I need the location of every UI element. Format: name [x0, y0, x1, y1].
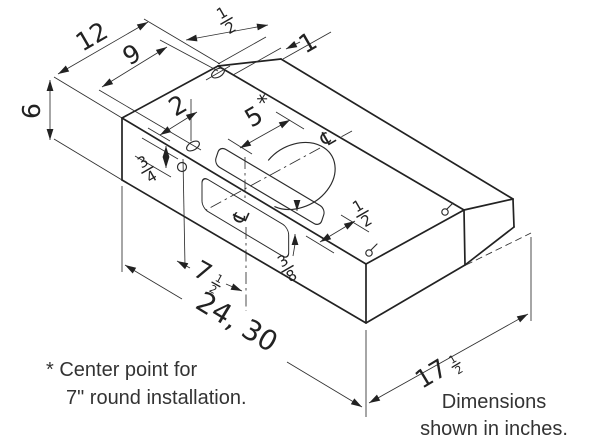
- mixed-number-whole: 17: [410, 353, 452, 394]
- centerline-symbol-top: ℄: [315, 124, 339, 152]
- centerline-symbol: ℄: [227, 205, 255, 228]
- dim-2-label: 2: [164, 89, 192, 122]
- dim-three-quarters: 3 4: [134, 146, 170, 187]
- dim-half-mid: 1 2: [319, 196, 375, 243]
- fraction-denominator: 2: [453, 363, 466, 378]
- footnote: * Center point for 7" round installation…: [46, 359, 247, 409]
- hidden-edge: [465, 232, 532, 266]
- dim-6: 6: [17, 80, 54, 140]
- extension-lines: [53, 18, 532, 417]
- footnote-line-2: 7" round installation.: [66, 387, 247, 409]
- dim-width-overall: 24, 30: [124, 264, 363, 408]
- caption-line-2: shown in inches.: [420, 418, 568, 440]
- dim-6-label: 6: [17, 103, 46, 119]
- fraction-denominator: 4: [143, 167, 160, 187]
- front-opening: [201, 178, 290, 258]
- centerline-symbol-front: ℄: [227, 205, 255, 228]
- hood-outline: [121, 58, 532, 324]
- dim-2: 2: [159, 89, 198, 136]
- dim-9-label: 9: [118, 38, 146, 71]
- dim-half-top: 1 2: [185, 3, 269, 42]
- caption-line-1: Dimensions: [442, 391, 546, 413]
- footnote-line-1: * Center point for: [46, 359, 198, 381]
- centerlines: [205, 130, 353, 311]
- dim-9: 9: [101, 38, 168, 88]
- dim-three-eighths: 3 8: [274, 200, 301, 286]
- keyhole-slots: [365, 202, 454, 257]
- dim-seventeen-half: 17 1 2: [368, 313, 529, 404]
- fraction-denominator: 2: [358, 211, 375, 231]
- keyhole-icon: [441, 202, 454, 216]
- dim-5: 5 *: [240, 89, 291, 149]
- top-knockout: [215, 147, 325, 226]
- knockout-center-markers: [176, 65, 231, 173]
- keyhole-icon: [365, 243, 378, 257]
- fraction-denominator: 2: [222, 18, 239, 38]
- dim-width-label: 24, 30: [190, 285, 283, 359]
- pilot-hole-circle: [176, 161, 188, 173]
- caption: Dimensions shown in inches.: [420, 391, 568, 440]
- centerline-symbol: ℄: [315, 124, 339, 152]
- dim-1-label: 1: [294, 26, 322, 59]
- round-duct-arc: [267, 141, 336, 211]
- dim-12-label: 12: [71, 16, 113, 57]
